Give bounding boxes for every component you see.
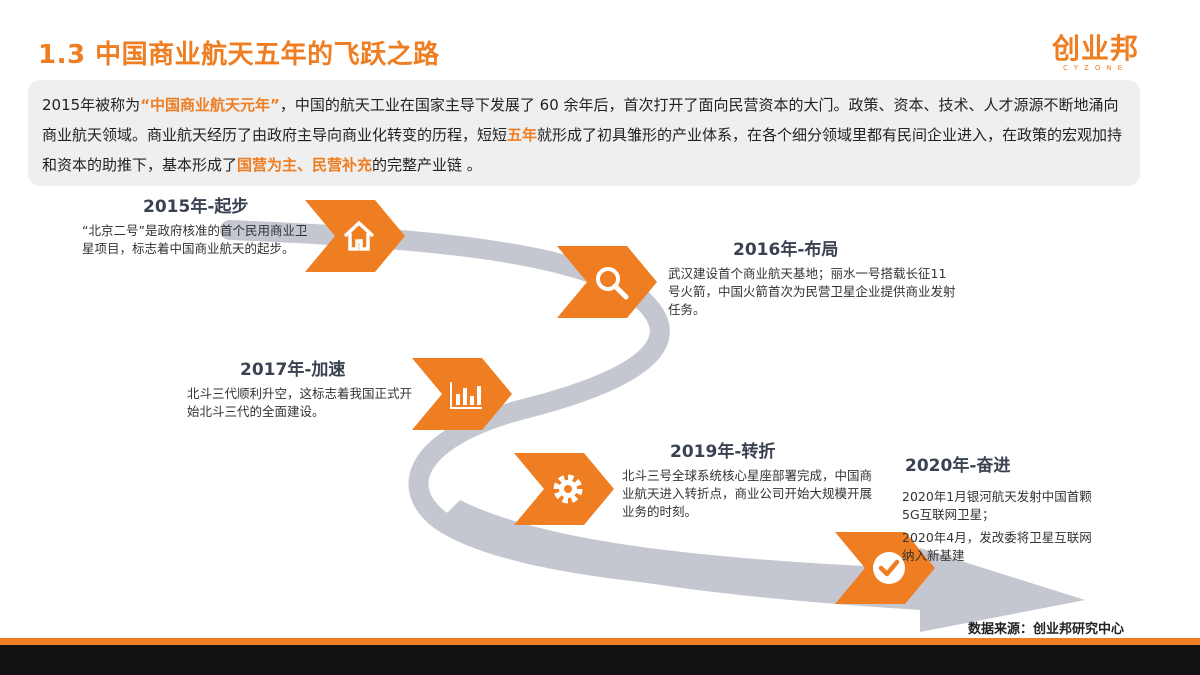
arrow-head	[920, 548, 1085, 632]
milestone-description: 武汉建设首个商业航天基地；丽水一号搭载长征11号火箭，中国火箭首次为民营卫星企业…	[668, 266, 956, 317]
data-source: 数据来源：创业邦研究中心	[968, 622, 1125, 637]
search-icon	[596, 267, 629, 300]
footer-accent-bar	[0, 638, 1200, 645]
milestone-year: 2017年-加速	[240, 360, 346, 380]
cyzone-logo: 创业邦 CYZONE	[1052, 32, 1140, 73]
milestone-description: 2020年4月，发改委将卫星互联网纳入新基建	[902, 530, 1092, 563]
page-title: 1.3 中国商业航天五年的飞跃之路	[38, 40, 440, 70]
milestone-2017-marker	[412, 358, 512, 430]
milestone-description: 北斗三代顺利升空，这标志着我国正式开始北斗三代的全面建设。	[187, 386, 413, 419]
milestone-year: 2020年-奋进	[905, 456, 1011, 476]
milestone-year: 2015年-起步	[143, 197, 249, 217]
milestone-2019-marker	[514, 453, 614, 525]
house-icon	[343, 220, 375, 251]
gear-icon	[553, 474, 583, 504]
intro-paragraph: 2015年被称为“中国商业航天元年”，中国的航天工业在国家主导下发展了 60 余…	[28, 80, 1140, 186]
milestone-description: “北京二号”是政府核准的首个民用商业卫星项目，标志着中国商业航天的起步。	[82, 223, 308, 256]
milestone-2016-marker	[557, 246, 657, 318]
milestone-description: 2020年1月银河航天发射中国首颗5G互联网卫星；	[902, 489, 1092, 522]
milestone-year: 2016年-布局	[733, 240, 839, 260]
milestone-year: 2019年-转折	[670, 442, 776, 462]
footer-band	[0, 645, 1200, 675]
bar-chart-icon	[450, 382, 482, 409]
milestone-description: 北斗三号全球系统核心星座部署完成，中国商业航天进入转折点，商业公司开始大规模开展…	[622, 468, 873, 519]
milestone-2020-marker	[835, 532, 935, 604]
check-circle-icon	[873, 552, 905, 584]
milestone-2015-marker	[305, 200, 405, 272]
